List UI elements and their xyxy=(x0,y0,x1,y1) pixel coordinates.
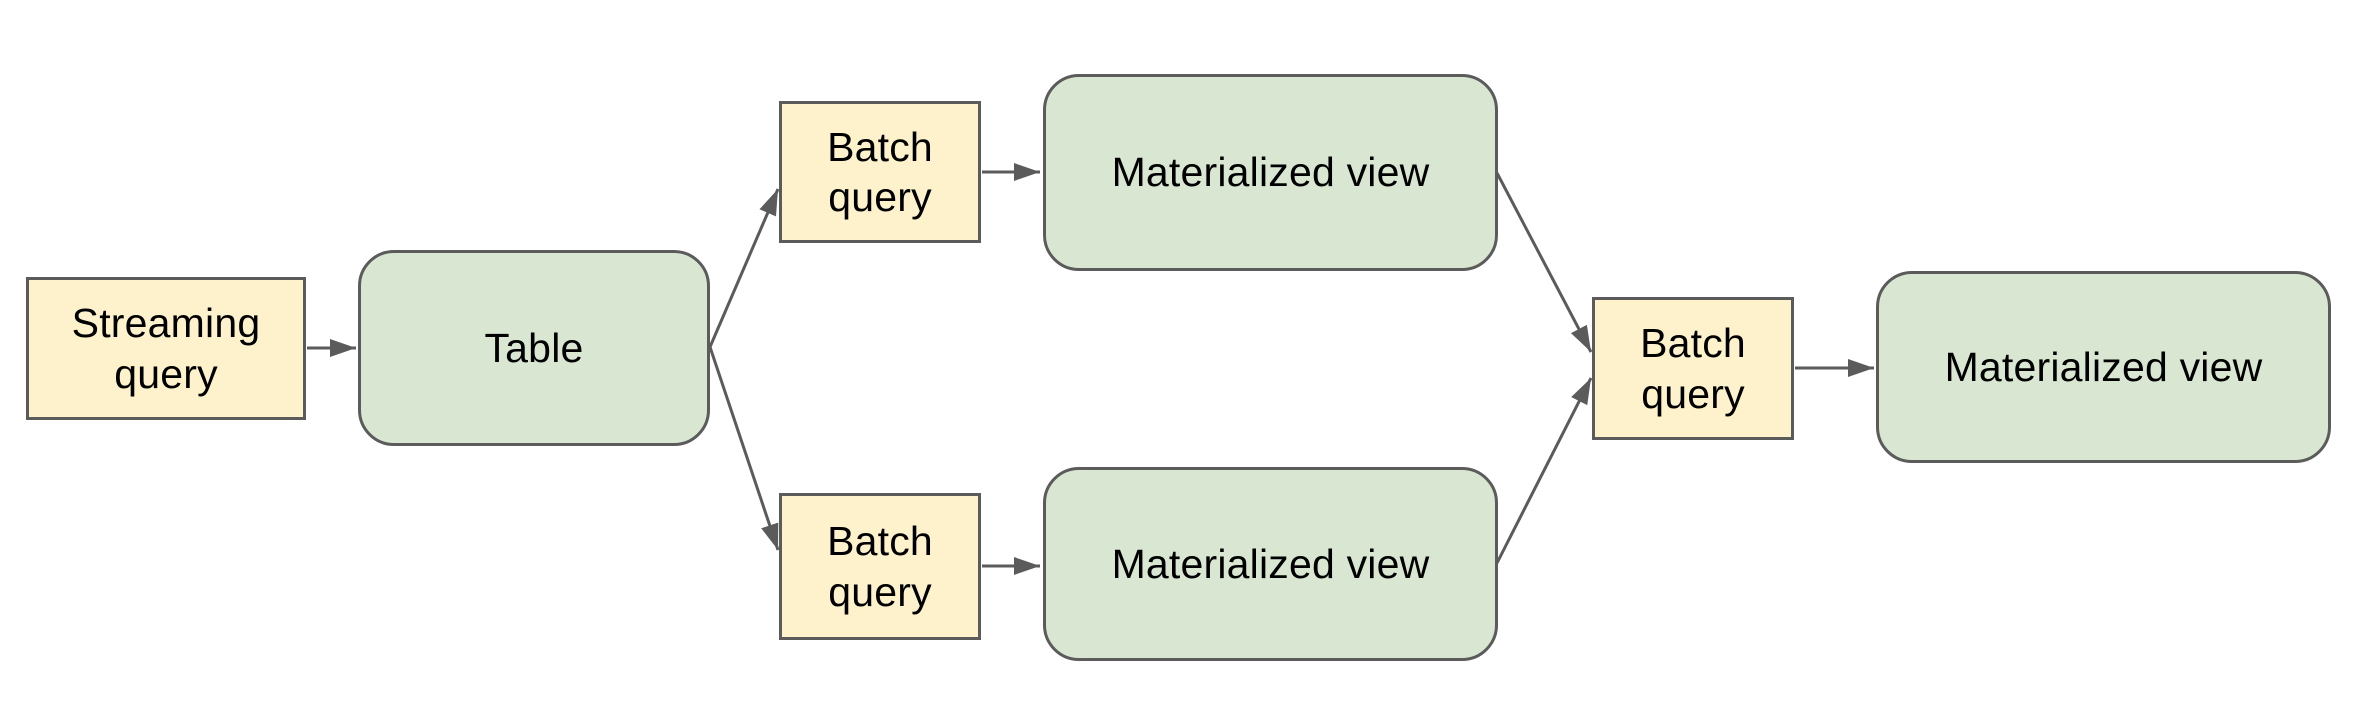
node-materialized-view-bottom: Materialized view xyxy=(1043,467,1498,661)
node-materialized-view-right-label: Materialized view xyxy=(1944,343,2263,390)
node-batch-query-bottom: Batch query xyxy=(779,493,981,640)
node-materialized-view-right: Materialized view xyxy=(1876,271,2331,463)
node-materialized-view-bottom-label: Materialized view xyxy=(1111,540,1430,587)
edge-materialized-view-bottom-to-batch-query-right xyxy=(1495,377,1593,564)
node-batch-query-top: Batch query xyxy=(779,101,981,243)
node-table: Table xyxy=(358,250,710,446)
edge-materialized-view-top-to-batch-query-right xyxy=(1495,172,1593,353)
edge-table-to-batch-query-bottom xyxy=(708,346,780,551)
node-streaming-query: Streaming query xyxy=(26,277,306,420)
node-batch-query-top-label: Batch query xyxy=(827,123,933,220)
node-materialized-view-top-label: Materialized view xyxy=(1111,149,1430,196)
node-table-label: Table xyxy=(484,324,584,371)
node-batch-query-bottom-label: Batch query xyxy=(827,518,933,615)
node-batch-query-right: Batch query xyxy=(1592,297,1794,440)
node-streaming-query-label: Streaming query xyxy=(71,300,261,397)
edge-table-to-batch-query-top xyxy=(708,188,780,348)
node-materialized-view-top: Materialized view xyxy=(1043,74,1498,271)
node-batch-query-right-label: Batch query xyxy=(1640,320,1746,417)
